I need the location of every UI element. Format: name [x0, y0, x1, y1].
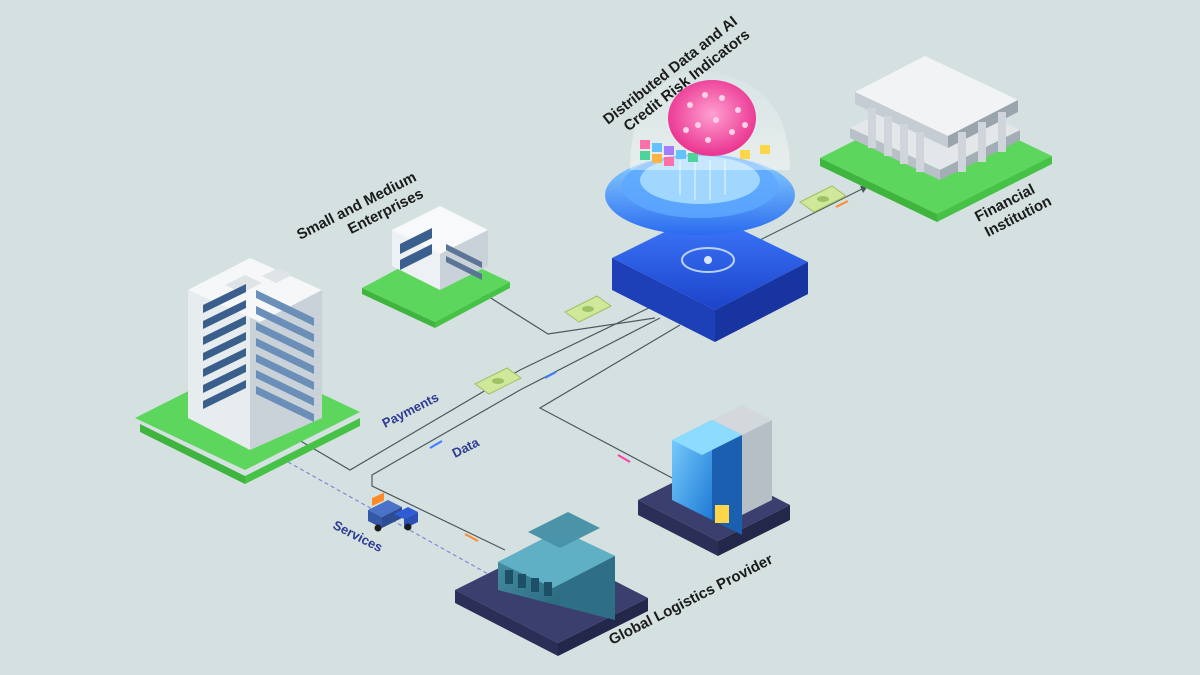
accent-dash-blue-1	[429, 440, 443, 449]
sme-office	[362, 206, 510, 328]
brain-icon	[668, 80, 756, 156]
line-glass-office-route	[538, 324, 681, 481]
banknote-icon	[799, 185, 847, 213]
bank-icon	[850, 56, 1020, 180]
accent-dash-orange	[464, 533, 479, 542]
warehouse	[455, 512, 648, 656]
ai-platform	[605, 70, 808, 342]
banknote-icon	[564, 295, 612, 323]
line-platform-to-sme	[477, 289, 656, 335]
label-data: Data	[450, 434, 483, 461]
bank	[820, 56, 1052, 222]
glass-office-icon	[672, 405, 772, 535]
accent-dash-blue-2	[544, 371, 557, 379]
line-platform-to-bank	[759, 185, 869, 241]
data-label: Data	[450, 434, 483, 461]
data-tiles	[640, 140, 770, 166]
label-payments: Payments	[380, 389, 442, 430]
banknote-icon	[474, 367, 522, 395]
office-tower	[135, 258, 360, 484]
accent-dash-pink-1	[617, 454, 631, 463]
line-payments-route	[291, 304, 656, 471]
glass-office	[638, 405, 790, 556]
truck-icon	[368, 492, 418, 532]
payments-label: Payments	[380, 389, 442, 430]
accent-dash-orange-2	[835, 200, 849, 208]
target-icon	[681, 247, 735, 273]
office-tower-icon	[188, 258, 322, 450]
line-data-route	[371, 317, 661, 551]
small-office-icon	[392, 206, 488, 290]
warehouse-icon	[498, 512, 615, 620]
